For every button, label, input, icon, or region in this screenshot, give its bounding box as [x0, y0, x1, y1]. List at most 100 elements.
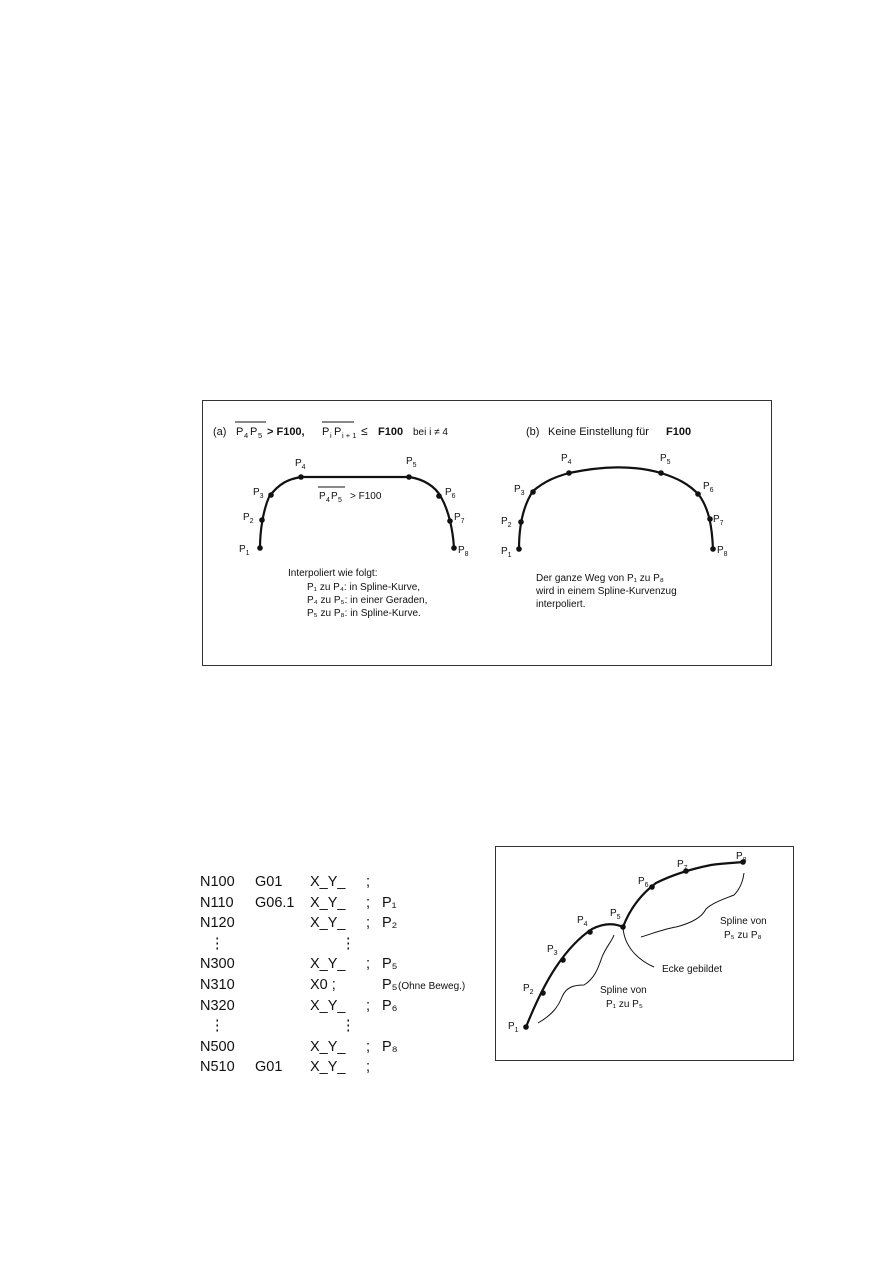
- curve-b-point-labels: P1 P2 P3 P4 P5 P6 P7 P8: [501, 453, 728, 559]
- label-p3: P3: [514, 484, 525, 497]
- figure-a-label: (a): [213, 426, 226, 438]
- figure-c-labels: Spline von P₁ zu P₅ Spline von P₅ zu P₈ …: [600, 916, 767, 1010]
- semicolon: ;: [366, 1059, 371, 1076]
- curve-a: [258, 475, 456, 549]
- vertical-ellipsis: ⋮: [341, 1018, 356, 1035]
- label-p7: P7: [713, 514, 724, 527]
- seg-p: P: [250, 426, 257, 438]
- curve-b-points: [516, 470, 716, 552]
- coords: X0 ;: [310, 976, 336, 993]
- block-number: N120: [200, 915, 235, 932]
- label-p3: P3: [547, 944, 558, 957]
- label-p4: P4: [577, 915, 588, 928]
- spline-p1-p5: [524, 923, 624, 1028]
- figure-b-heading-f: F100: [666, 426, 691, 438]
- semicolon: ;: [366, 997, 371, 1014]
- brace-spline-2: [640, 872, 745, 938]
- figure-c-canvas: P1 P2 P3 P4 P5 P6 P7 P8 Spline von P₁ zu…: [508, 851, 767, 1034]
- label-p3: P3: [253, 487, 264, 500]
- vertical-ellipsis: ⋮: [210, 935, 225, 952]
- note-a-line: Interpoliert wie folgt:: [288, 568, 378, 579]
- figure-c-points: [523, 859, 746, 1030]
- seg-sub: i: [330, 431, 332, 440]
- label-spline-1: Spline von: [600, 985, 647, 996]
- point-p5: [658, 470, 664, 476]
- semicolon: ;: [366, 915, 371, 932]
- coords: X_Y_: [310, 915, 346, 932]
- figure-b-label: (b): [526, 426, 539, 438]
- point-p3: [530, 489, 536, 495]
- point-ref: P₁: [382, 894, 397, 911]
- point-p2: [259, 517, 265, 523]
- label-p6: P6: [445, 487, 456, 500]
- seg-p: P: [331, 491, 338, 502]
- seg-sub: 4: [244, 431, 248, 440]
- label-p8: P8: [736, 851, 747, 864]
- seg-cmp: > F100: [350, 491, 382, 502]
- semicolon: ;: [366, 1038, 371, 1055]
- seg-sub: i + 1: [342, 431, 356, 440]
- seg-p: P: [319, 491, 326, 502]
- label-p5: P5: [660, 453, 671, 466]
- figure-c-point-labels: P1 P2 P3 P4 P5 P6 P7 P8: [508, 851, 747, 1034]
- point-p2: [518, 519, 524, 525]
- figure-b-heading: Keine Einstellung für: [548, 426, 649, 438]
- point-p4: [566, 470, 572, 476]
- semicolon: ;: [366, 894, 371, 911]
- row-note: (Ohne Beweg.): [398, 980, 466, 992]
- semicolon: ;: [366, 956, 371, 973]
- block-number: N320: [200, 997, 235, 1014]
- point-ref: P₅: [382, 976, 398, 993]
- seg-sub: 5: [338, 497, 342, 504]
- block-number: N100: [200, 874, 235, 890]
- point-p8: [740, 859, 746, 865]
- block-number: N500: [200, 1038, 235, 1055]
- curve-b: [517, 466, 715, 550]
- label-p1: P1: [508, 1021, 519, 1034]
- curve-a-point-labels: P1 P2 P3 P4 P5 P6 P7 P8: [239, 456, 469, 558]
- segment-note-a: P 4 P 5 > F100: [318, 486, 382, 504]
- note-b-line: interpoliert.: [536, 599, 585, 610]
- point-p6: [695, 491, 701, 497]
- g-code: G06.1: [255, 894, 295, 911]
- label-spline-2: Spline von: [720, 916, 767, 927]
- note-a-line: P₄ zu P₅: in einer Geraden,: [307, 595, 427, 606]
- point-p3: [268, 492, 274, 498]
- block-number: N510: [200, 1059, 235, 1076]
- point-p8: [710, 546, 716, 552]
- semicolon: ;: [366, 874, 371, 890]
- seg-p: P: [322, 426, 329, 438]
- figure-a-heading: P 4 P 5 > F100, P i P i + 1 ≤ F100 bei i…: [235, 421, 448, 440]
- label-p2: P2: [501, 516, 512, 529]
- label-p4: P4: [295, 458, 306, 471]
- coords: X_Y_: [310, 997, 346, 1014]
- label-p2: P2: [243, 512, 254, 525]
- pointer-corner: [622, 926, 655, 968]
- curve-a-points: [257, 474, 457, 551]
- seg-p: P: [236, 426, 243, 438]
- label-spline-1-range: P₁ zu P₅: [606, 999, 643, 1010]
- label-p6: P6: [638, 876, 649, 889]
- spline-p5-p8: [621, 860, 744, 928]
- point-p6: [436, 493, 442, 499]
- label-p7: P7: [677, 859, 688, 872]
- label-p8: P8: [717, 545, 728, 558]
- figure-ab-canvas: (a) P 4 P 5 > F100, P i P i + 1 ≤ F100 b…: [213, 421, 728, 619]
- block-number: N300: [200, 956, 235, 973]
- point-ref: P₆: [382, 997, 398, 1014]
- point-p7: [683, 868, 689, 874]
- seg-sub: 4: [326, 497, 330, 504]
- point-p5: [406, 474, 412, 480]
- heading-cmp: > F100,: [267, 426, 305, 438]
- g-code: G01: [255, 874, 283, 890]
- note-a: Interpoliert wie folgt: P₁ zu P₄: in Spl…: [288, 568, 427, 619]
- note-b-line: Der ganze Weg von P₁ zu P₈: [536, 573, 664, 584]
- label-p8: P8: [458, 545, 469, 558]
- coords: X_Y_: [310, 874, 346, 890]
- point-p7: [707, 516, 713, 522]
- label-spline-2-range: P₅ zu P₈: [724, 930, 762, 941]
- coords: X_Y_: [310, 1038, 346, 1055]
- seg-sub: 5: [258, 431, 262, 440]
- figure-interpolation-comparison: (a) P 4 P 5 > F100, P i P i + 1 ≤ F100 b…: [202, 400, 772, 666]
- note-b-line: wird in einem Spline-Kurvenzug: [535, 586, 677, 597]
